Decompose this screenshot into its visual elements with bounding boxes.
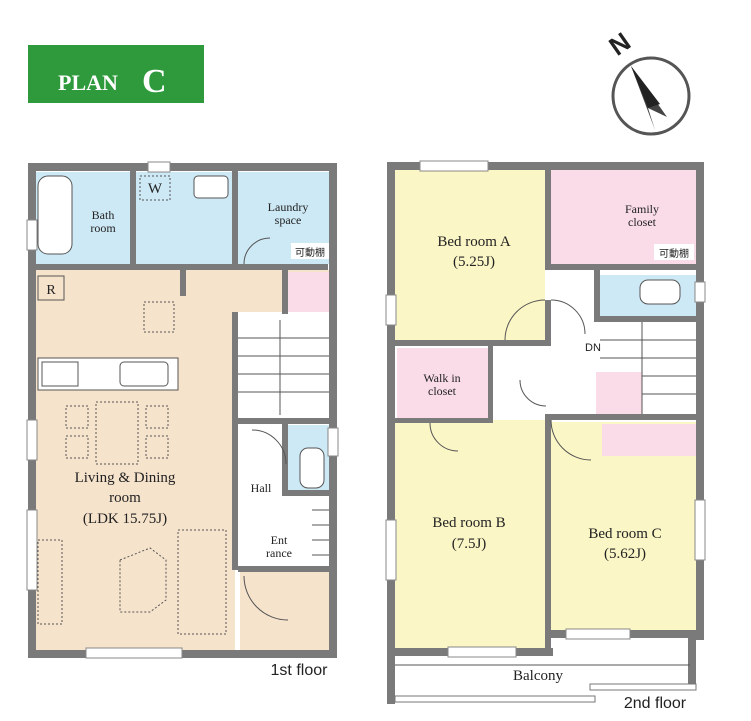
family-closet-label-2: closet	[628, 215, 657, 229]
storage-1f	[288, 272, 330, 312]
plan-badge: PLAN C	[28, 45, 204, 103]
stove-icon	[41, 361, 79, 387]
bedroom-c-label-1: Bed room C	[588, 526, 661, 542]
bedroom-c-label-2: (5.62J)	[604, 546, 646, 562]
stairs-1f	[238, 320, 330, 415]
stair-dn-label: DN	[585, 342, 601, 354]
laundry-label-1: Laundry	[268, 200, 309, 214]
bath-label-2: room	[90, 221, 116, 235]
washbasin-icon	[193, 175, 229, 199]
entrance-floor	[240, 572, 330, 650]
walkin-label-1: Walk in	[423, 371, 460, 385]
balcony	[387, 638, 697, 704]
plan-badge-small: PLAN	[58, 70, 118, 95]
plan-badge-big: C	[142, 63, 167, 100]
first-floor-caption: 1st floor	[271, 662, 329, 679]
sink-icon	[119, 361, 169, 387]
walkin-closet	[397, 348, 493, 418]
bedroom-b-label-1: Bed room B	[432, 515, 505, 531]
second-floor-caption: 2nd floor	[624, 695, 687, 712]
living-label-1: Living & Dining	[75, 470, 176, 486]
storage-2f	[596, 372, 642, 414]
north-compass-icon: N	[603, 26, 691, 136]
compass-n-label: N	[603, 26, 636, 61]
dining-furniture	[37, 401, 227, 635]
toilet-2f-icon	[639, 279, 681, 305]
washroom-mark: W	[148, 181, 163, 197]
fridge-box	[37, 275, 65, 301]
shelf-note-1f: 可動棚	[295, 246, 325, 259]
balcony-label: Balcony	[513, 668, 563, 684]
second-floor: Bed room A (5.25J) Family closet 可動棚 DN …	[385, 160, 706, 712]
entrance-label-1: Ent	[271, 533, 288, 547]
shelf-note-2f: 可動棚	[659, 247, 689, 260]
walkin-label-2: closet	[428, 384, 457, 398]
laundry-label-2: space	[275, 213, 302, 227]
entrance-label-2: rance	[266, 546, 292, 560]
bedroom-b	[395, 420, 545, 648]
washer-icon	[139, 175, 171, 201]
first-floor: Bath room W Laundry space 可動棚 R Living &…	[26, 161, 339, 679]
appliance-mark	[143, 301, 175, 333]
living-label-3: (LDK 15.75J)	[83, 511, 167, 527]
bedroom-b-label-2: (7.5J)	[452, 536, 487, 552]
bathtub-icon	[37, 175, 73, 255]
toilet-1f-icon	[299, 447, 325, 489]
bedroom-a-label-1: Bed room A	[437, 234, 510, 250]
upstairs-hall	[548, 270, 596, 420]
bedroom-a	[395, 170, 545, 340]
bath-label-1: Bath	[92, 208, 115, 222]
hall-label: Hall	[251, 481, 272, 495]
bedroom-a-label-2: (5.25J)	[453, 254, 495, 270]
living-label-2: room	[109, 490, 141, 506]
family-closet-label-1: Family	[625, 202, 659, 216]
closet-c	[602, 424, 696, 456]
fridge-mark: R	[46, 283, 56, 298]
